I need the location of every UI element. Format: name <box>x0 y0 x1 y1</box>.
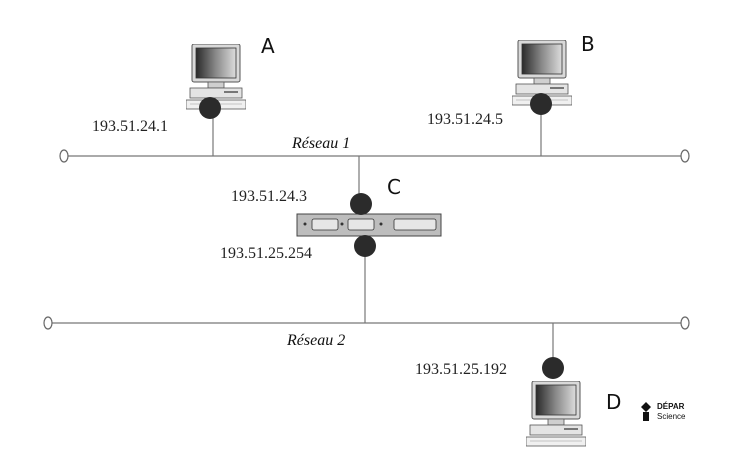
host-d-computer-icon <box>526 381 586 447</box>
router-label: C <box>387 175 401 199</box>
host-a-ip: 193.51.24.1 <box>92 118 168 135</box>
logo-icon <box>641 402 651 421</box>
router-ip-bottom: 193.51.25.254 <box>220 245 312 262</box>
network-2-bus <box>43 316 690 330</box>
router-ip-top: 193.51.24.3 <box>231 188 307 205</box>
depar-science-logo: DÉPAR Science <box>641 402 686 421</box>
host-d-ip: 193.51.25.192 <box>415 361 507 378</box>
host-a-label: A <box>261 34 275 58</box>
network-1-bus <box>59 149 690 163</box>
router-interface-top <box>350 193 372 215</box>
logo-line1: DÉPAR <box>657 402 685 411</box>
host-b-ip: 193.51.24.5 <box>427 111 503 128</box>
router-icon <box>296 213 442 237</box>
logo-line2: Science <box>657 412 686 421</box>
router-interface-bottom <box>354 235 376 257</box>
network-2-label: Réseau 2 <box>286 332 345 349</box>
host-d-label: D <box>606 390 621 414</box>
host-b-label: B <box>581 32 595 56</box>
network-1-label: Réseau 1 <box>291 135 350 152</box>
host-b-interface <box>530 93 552 115</box>
host-d-interface <box>542 357 564 379</box>
host-a-interface <box>199 97 221 119</box>
